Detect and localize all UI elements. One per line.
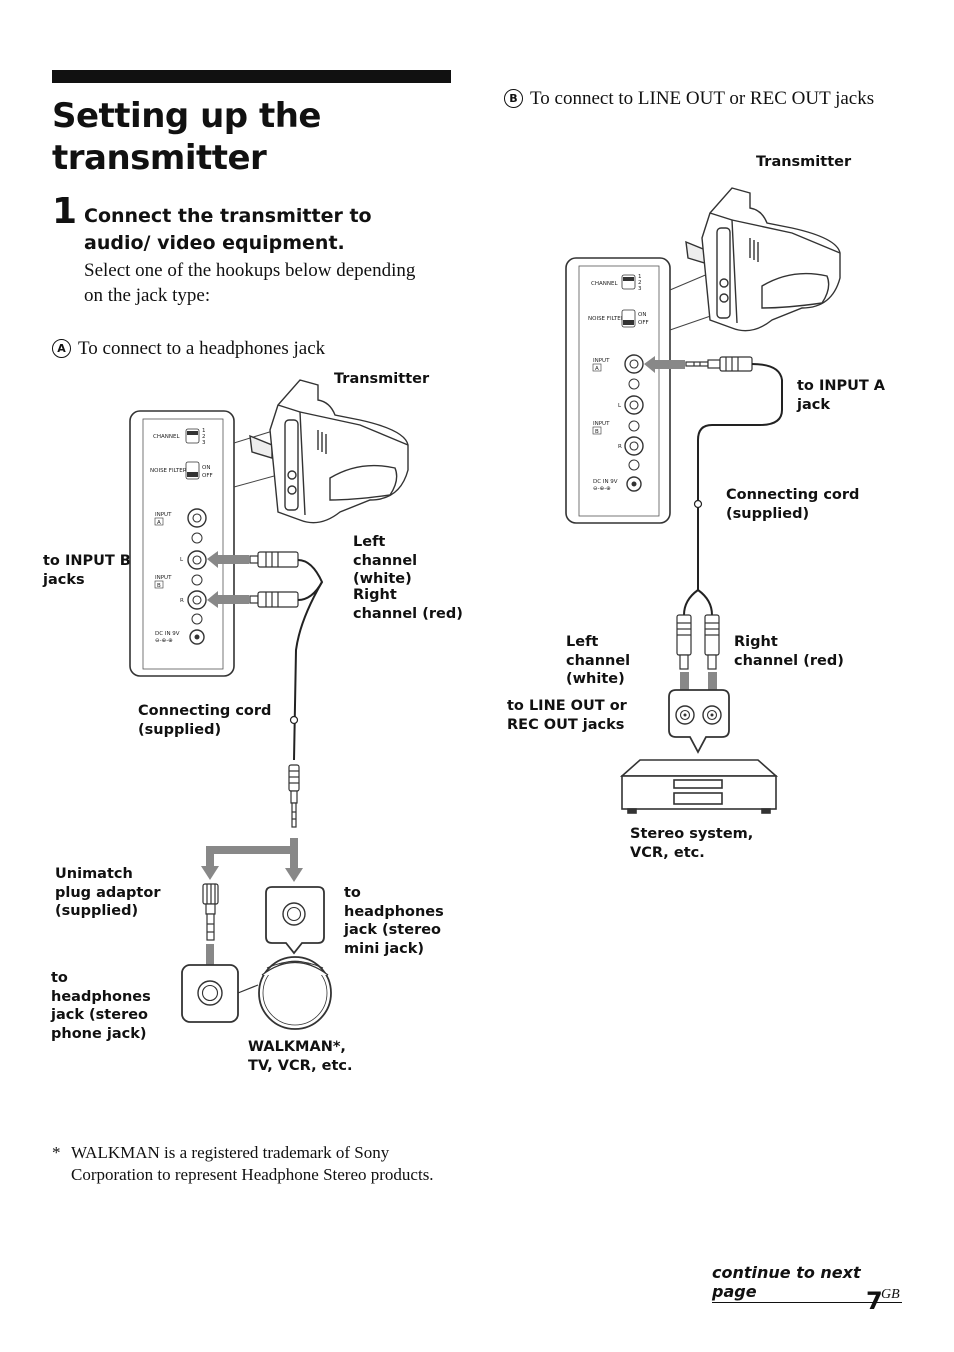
- svg-text:R: R: [618, 444, 622, 450]
- label-a-right-channel: Right channel (red): [353, 587, 463, 622]
- step-subtext: Select one of the hookups below dependin…: [84, 260, 416, 306]
- transmitter-panel-b: [565, 257, 671, 524]
- title-rule: [52, 70, 451, 83]
- svg-text:3: 3: [638, 286, 642, 292]
- mini-plug-a: [288, 764, 300, 828]
- label-a-to-headphones-mini: to headphones jack (stereo mini jack): [344, 885, 444, 957]
- step-heading: Connect the transmitter to audio/ video …: [84, 205, 372, 254]
- svg-text:B: B: [595, 429, 599, 435]
- page-suffix: GB: [881, 1287, 900, 1302]
- svg-text:1: 1: [202, 428, 206, 434]
- svg-text:L: L: [618, 403, 622, 409]
- footnote: * WALKMAN is a registered trademark of S…: [52, 1143, 434, 1184]
- label-a-unimatch: Unimatch plug adaptor (supplied): [55, 866, 161, 919]
- label-b-to-line-out: to LINE OUT or REC OUT jacks: [507, 698, 627, 733]
- page-title: Setting up the transmitter: [52, 96, 321, 178]
- svg-text:OFF: OFF: [202, 473, 213, 479]
- walkman-device: [258, 956, 332, 1030]
- svg-text:ON: ON: [202, 465, 210, 471]
- svg-text:⊖-⊕-⊕: ⊖-⊕-⊕: [155, 638, 173, 644]
- continue-link[interactable]: continue to next page: [712, 1263, 902, 1303]
- stereo-system-device: [619, 759, 779, 814]
- step-number: 1: [52, 191, 78, 232]
- label-a-connecting-cord: Connecting cord (supplied): [138, 703, 272, 738]
- svg-text:INPUT: INPUT: [155, 512, 172, 518]
- label-a-walkman: WALKMAN*, TV, VCR, etc.: [248, 1039, 353, 1074]
- svg-text:DC IN 9V: DC IN 9V: [155, 631, 180, 637]
- label-b-connecting-cord: Connecting cord (supplied): [726, 487, 860, 522]
- diagram-a: CHANNEL 1 2 3 NOISE FILTER ON OFF INPUT …: [129, 379, 409, 1030]
- svg-text:2: 2: [638, 280, 642, 286]
- svg-text:B: B: [157, 583, 161, 589]
- svg-text:INPUT: INPUT: [593, 358, 610, 364]
- svg-text:2: 2: [202, 434, 206, 440]
- svg-text:L: L: [180, 557, 184, 563]
- panel-b-channel: CHANNEL: [591, 281, 618, 287]
- hookup-b-marker: B: [504, 89, 523, 108]
- label-a-transmitter: Transmitter: [334, 371, 430, 387]
- label-b-transmitter: Transmitter: [756, 154, 852, 170]
- panel-b-noise-filter: NOISE FILTER: [588, 316, 625, 322]
- transmitter-device-b: [685, 187, 841, 332]
- svg-text:ON: ON: [638, 312, 646, 318]
- svg-text:OFF: OFF: [638, 320, 649, 326]
- unimatch-adaptor: [202, 883, 219, 941]
- mini-plug-b: [685, 356, 753, 372]
- label-b-left-channel: Left channel (white): [566, 634, 631, 687]
- label-a-to-input-b: to INPUT B jacks: [43, 553, 131, 588]
- label-a-left-channel: Left channel (white): [353, 534, 418, 587]
- rca-plug-right-b: [704, 614, 720, 670]
- transmitter-panel-a: [129, 410, 235, 677]
- label-a-to-headphones-phone: to headphones jack (stereo phone jack): [51, 970, 151, 1042]
- panel-a-channel: CHANNEL: [153, 434, 180, 440]
- diagram-b: CHANNEL 1 2 3 NOISE FILTER ON OFF INPUT …: [565, 187, 841, 814]
- svg-text:3: 3: [202, 440, 206, 446]
- svg-text:⊖-⊕-⊕: ⊖-⊕-⊕: [593, 486, 611, 492]
- page-number: 7: [866, 1287, 883, 1315]
- svg-text:A: A: [157, 520, 161, 526]
- transmitter-device-a: [249, 379, 409, 524]
- label-b-to-input-a: to INPUT A jack: [797, 378, 886, 413]
- rca-plug-right-a: [249, 591, 299, 608]
- svg-text:DC IN 9V: DC IN 9V: [593, 479, 618, 485]
- svg-text:1: 1: [638, 274, 642, 280]
- label-b-stereo-system: Stereo system, VCR, etc.: [630, 826, 754, 861]
- connecting-cord-b: [697, 363, 783, 590]
- rca-plug-left-b: [676, 614, 692, 670]
- svg-text:A: A: [595, 366, 599, 372]
- svg-text:INPUT: INPUT: [593, 421, 610, 427]
- rca-plug-left-a: [249, 551, 299, 568]
- svg-text:R: R: [180, 598, 184, 604]
- svg-text:INPUT: INPUT: [155, 575, 172, 581]
- panel-a-noise-filter: NOISE FILTER: [150, 468, 187, 474]
- hookup-a-marker: A: [52, 339, 71, 358]
- label-b-right-channel: Right channel (red): [734, 634, 844, 669]
- connecting-cord-a: [293, 581, 323, 761]
